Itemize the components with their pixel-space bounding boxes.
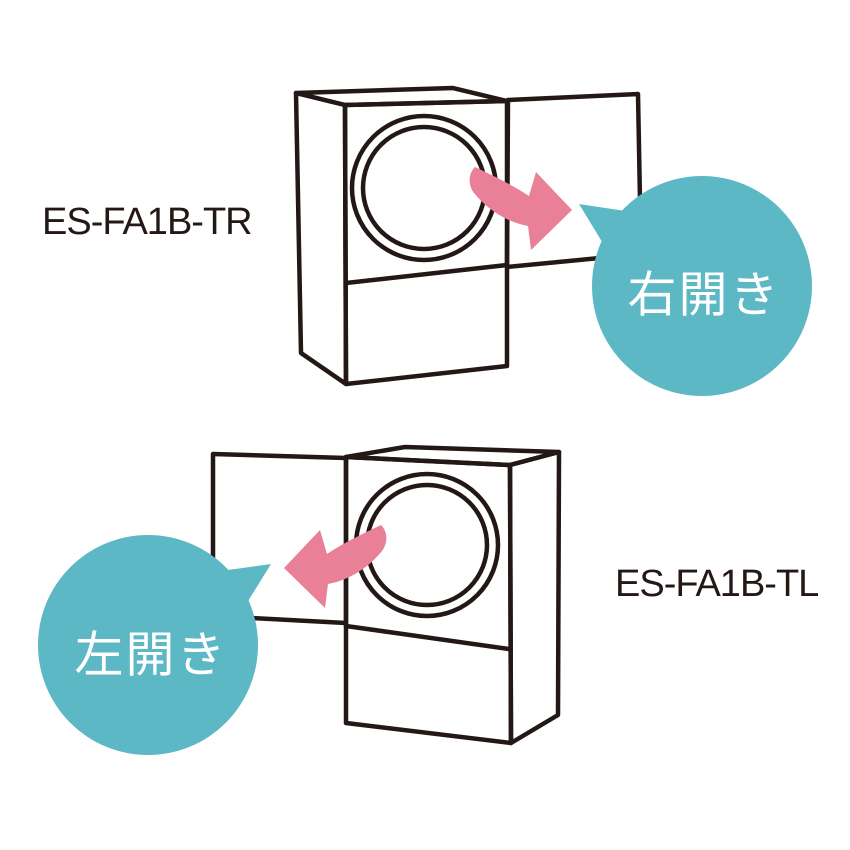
speech-bubble-right-circle — [592, 176, 812, 396]
washer-tr-front-face — [342, 98, 510, 387]
washer-tl-front-face — [343, 454, 514, 746]
door-swing-left-arrow-icon — [284, 525, 387, 608]
bubble-label-right-open: 右開き — [627, 268, 781, 323]
washer-tl-drawer-divider-line — [343, 623, 512, 652]
washer-tl-drawing — [210, 444, 562, 746]
washer-tr-side-face — [293, 90, 349, 387]
speech-bubble-left-open — [38, 535, 271, 755]
bubble-label-left-open: 左開き — [74, 628, 228, 683]
speech-bubble-left-circle — [38, 535, 258, 755]
washer-tr-drawing — [293, 85, 644, 387]
washer-tl-side-face — [507, 449, 562, 746]
speech-bubble-right-open — [579, 176, 812, 396]
model-label-tr: ES-FA1B-TR — [42, 201, 253, 243]
door-swing-right-arrow-icon — [469, 167, 572, 250]
washer-tr-window-inner-ring — [360, 124, 488, 252]
washer-tr-drawer-divider-line — [343, 262, 510, 286]
model-label-tl: ES-FA1B-TL — [615, 563, 819, 605]
